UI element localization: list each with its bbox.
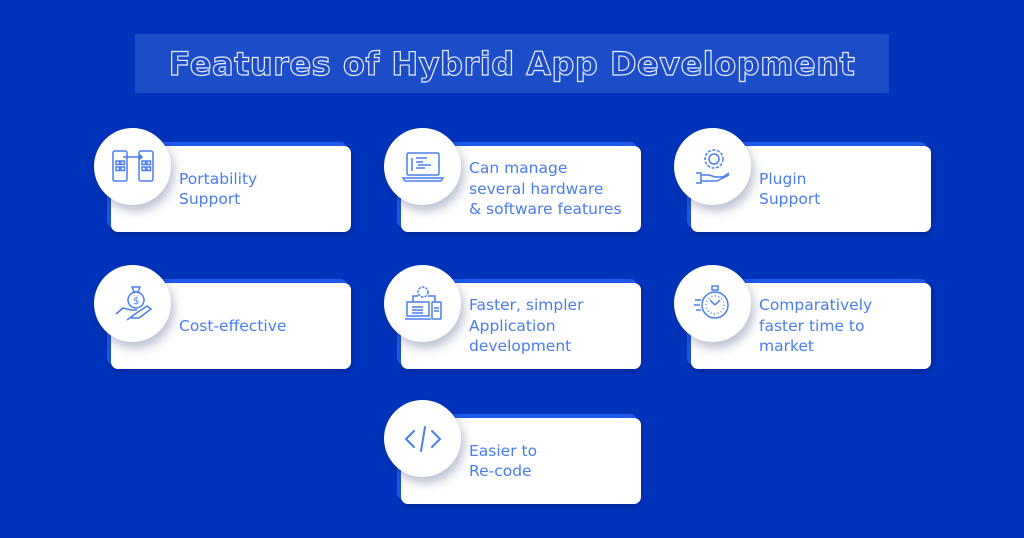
- feature-label: Plugin Support: [759, 169, 821, 209]
- icon-circle: [674, 128, 751, 205]
- icon-circle: [384, 265, 461, 342]
- stopwatch-icon: [693, 284, 729, 319]
- feature-label: Comparatively faster time to market: [759, 296, 873, 356]
- feature-card-time-to-market: Comparatively faster time to market: [674, 265, 931, 369]
- devices-gear-icon: [404, 285, 442, 320]
- icon-circle: [674, 265, 751, 342]
- feature-label: Faster, simpler Application development: [469, 296, 584, 356]
- feature-card-portability: Portability Support: [94, 128, 351, 232]
- feature-card-hardware-software: Can manage several hardware & software f…: [384, 128, 641, 232]
- feature-card-faster-simpler: Faster, simpler Application development: [384, 265, 641, 369]
- icon-circle: [384, 400, 461, 477]
- phones-transfer-icon: [111, 149, 154, 182]
- laptop-code-icon: [401, 151, 444, 182]
- hand-money-bag-icon: $: [115, 285, 152, 321]
- title-band: Features of Hybrid App Development: [135, 34, 889, 93]
- feature-label: Portability Support: [179, 169, 258, 209]
- icon-circle: [384, 128, 461, 205]
- icon-circle: $: [94, 265, 171, 342]
- feature-card-recode: Easier to Re-code: [384, 400, 641, 504]
- feature-label: Can manage several hardware & software f…: [469, 159, 622, 219]
- svg-text:$: $: [133, 296, 139, 307]
- feature-label: Easier to Re-code: [469, 441, 538, 481]
- hand-gear-icon: [695, 148, 729, 184]
- page-title: Features of Hybrid App Development: [168, 44, 856, 83]
- feature-card-plugin: Plugin Support: [674, 128, 931, 232]
- code-brackets-icon: [404, 425, 441, 452]
- icon-circle: [94, 128, 171, 205]
- feature-label: Cost-effective: [179, 316, 287, 335]
- feature-card-cost-effective: $ Cost-effective: [94, 265, 351, 369]
